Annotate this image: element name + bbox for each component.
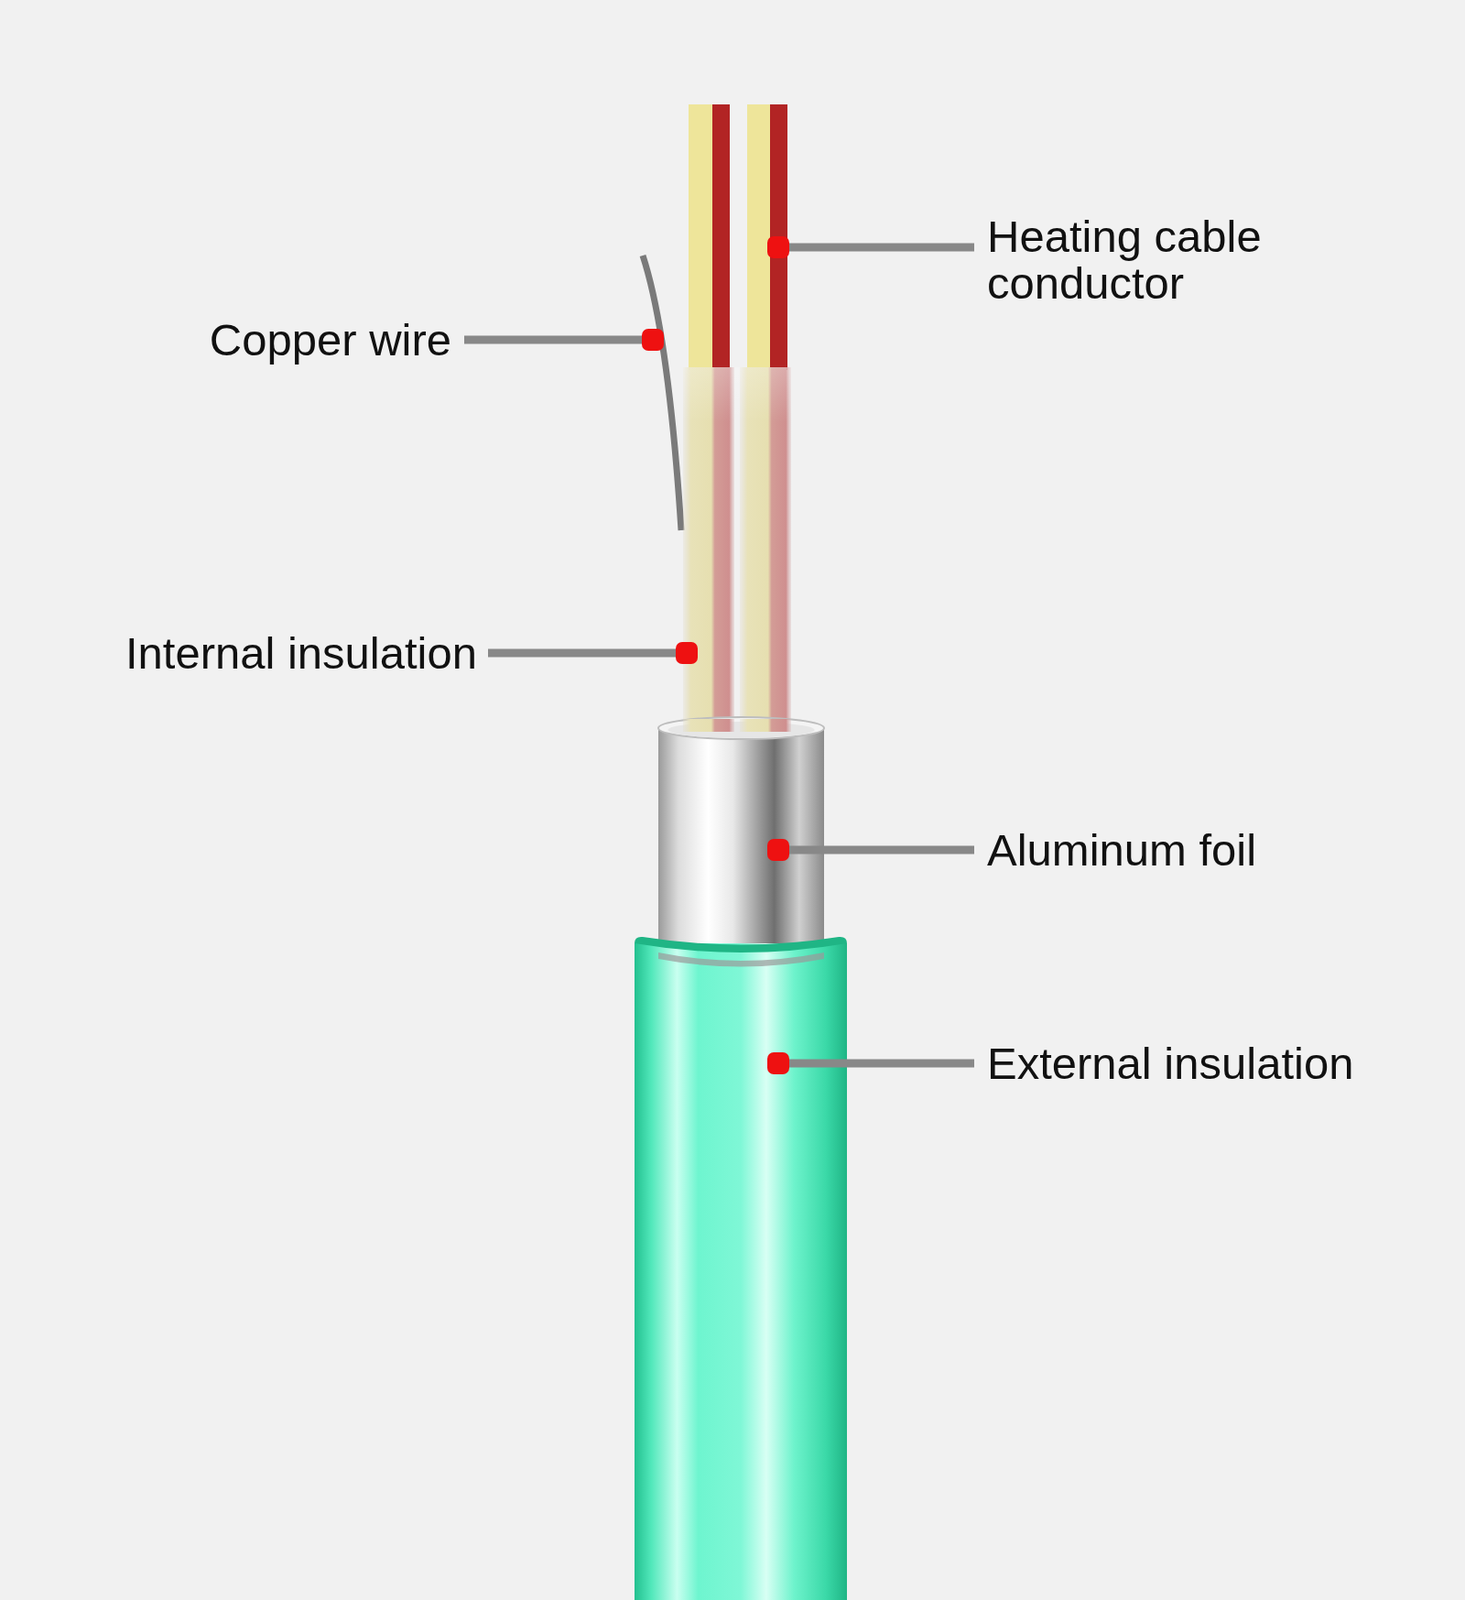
part-label: Copper wire [209,316,452,364]
part-label: Aluminum foil [987,826,1257,874]
part-label: External insulation [987,1040,1354,1087]
leader-lines [464,247,975,1064]
copper-wire [642,255,682,531]
callout-dots [641,236,790,1075]
internal-insulation [683,367,792,743]
part-label: Heating cable conductor [987,213,1335,307]
aluminum-foil [658,716,825,959]
part-label: Internal insulation [125,629,478,677]
external-insulation [634,936,847,1600]
